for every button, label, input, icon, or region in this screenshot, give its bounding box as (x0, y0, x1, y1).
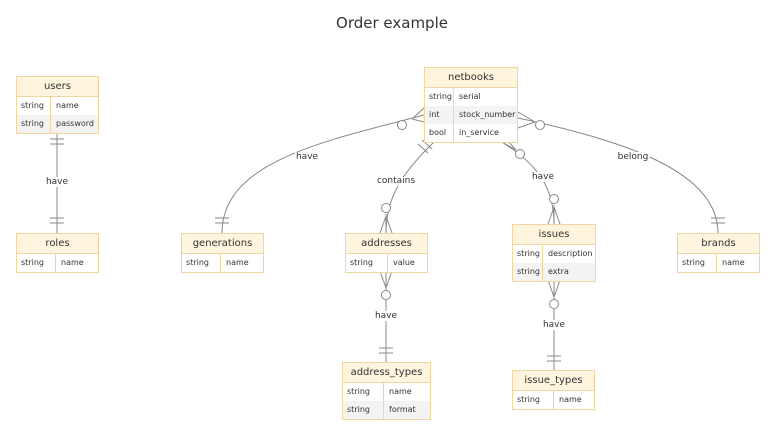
entity-issues: issues string description string extra (512, 224, 596, 282)
relationship-label-netbooks-generations: have (294, 152, 320, 162)
entity-generations-name: generations (182, 234, 263, 254)
attribute-name: description (548, 249, 593, 258)
attribute-name: name (389, 387, 412, 396)
entity-brands-name: brands (678, 234, 759, 254)
entity-netbooks-name: netbooks (425, 68, 517, 88)
entity-attribute-row: string name (17, 97, 98, 115)
entity-attribute-row: string name (343, 383, 430, 401)
attribute-name: extra (548, 267, 569, 276)
entity-users: users string name string password (16, 76, 99, 134)
attribute-name: format (389, 405, 416, 414)
entity-attribute-row: string name (513, 391, 594, 409)
entity-attribute-row: string format (343, 401, 430, 419)
entity-address-types: address_types string name string format (342, 362, 431, 420)
attribute-type: string (17, 254, 56, 272)
relationship-label-addresses-address-types: have (373, 311, 399, 321)
relationship-label-netbooks-addresses: contains (375, 176, 417, 186)
attribute-type: string (425, 88, 454, 106)
attribute-type: string (513, 391, 554, 409)
entity-brands: brands string name (677, 233, 760, 273)
entity-attribute-row: string extra (513, 263, 595, 281)
attribute-name: password (56, 119, 94, 128)
entity-attribute-row: string name (182, 254, 263, 272)
attribute-name: name (226, 258, 249, 267)
relationship-label-issues-issue-types: have (541, 320, 567, 330)
attribute-type: string (678, 254, 717, 272)
entity-roles: roles string name (16, 233, 99, 273)
entity-attribute-row: string name (678, 254, 759, 272)
attribute-type: string (513, 263, 543, 281)
attribute-name: name (559, 395, 582, 404)
relationship-label-netbooks-issues: have (530, 172, 556, 182)
attribute-name: serial (459, 92, 481, 101)
entity-netbooks: netbooks string serial int stock_number … (424, 67, 518, 143)
edge-netbooks-addresses (379, 139, 436, 234)
attribute-type: int (425, 106, 454, 124)
attribute-type: string (17, 97, 51, 115)
attribute-type: bool (425, 124, 454, 142)
entity-attribute-row: string value (346, 254, 427, 272)
attribute-type: string (17, 115, 51, 133)
diagram-title: Order example (336, 14, 448, 32)
entity-addresses-name: addresses (346, 234, 427, 254)
relationship-label-netbooks-brands: belong (616, 152, 650, 162)
entity-attribute-row: string name (17, 254, 98, 272)
attribute-type: string (346, 254, 388, 272)
attribute-name: value (393, 258, 415, 267)
edge-netbooks-generations (215, 107, 425, 234)
entity-attribute-row: string description (513, 245, 595, 263)
attribute-name: in_service (459, 128, 499, 137)
attribute-name: name (722, 258, 745, 267)
edge-netbooks-issues (499, 140, 561, 225)
entity-generations: generations string name (181, 233, 264, 273)
entity-address-types-name: address_types (343, 363, 430, 383)
attribute-name: name (61, 258, 84, 267)
entity-roles-name: roles (17, 234, 98, 254)
entity-attribute-row: string serial (425, 88, 517, 106)
attribute-type: string (182, 254, 221, 272)
entity-issue-types-name: issue_types (513, 371, 594, 391)
attribute-type: string (513, 245, 543, 263)
relationship-label-users-roles: have (44, 177, 70, 187)
entity-users-name: users (17, 77, 98, 97)
attribute-name: stock_number (459, 110, 516, 119)
attribute-name: name (56, 101, 79, 110)
entity-issue-types: issue_types string name (512, 370, 595, 410)
entity-attribute-row: int stock_number (425, 106, 517, 124)
attribute-type: string (343, 383, 384, 401)
entity-attribute-row: bool in_service (425, 124, 517, 142)
entity-issues-name: issues (513, 225, 595, 245)
attribute-type: string (343, 401, 384, 419)
entity-addresses: addresses string value (345, 233, 428, 273)
edge-netbooks-brands (517, 111, 725, 234)
edge-addresses-address-types (379, 270, 393, 362)
entity-attribute-row: string password (17, 115, 98, 133)
